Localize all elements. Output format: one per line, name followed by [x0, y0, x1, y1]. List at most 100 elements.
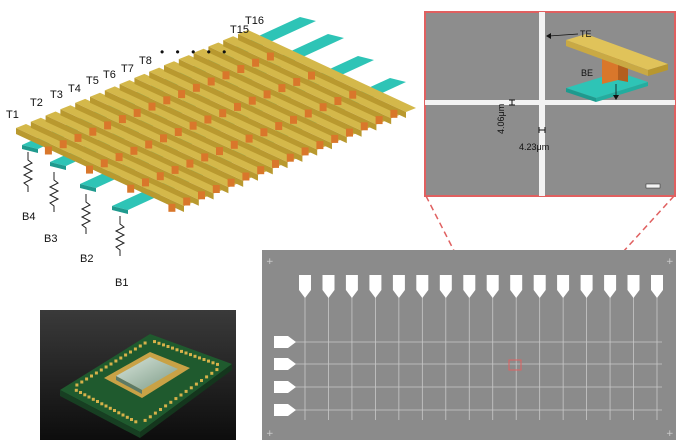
device-pillar-5-2: [145, 140, 153, 149]
device-pillar-2-3: [142, 178, 149, 187]
inset-te-top: [566, 34, 668, 70]
device-pillar-12-1: [207, 77, 215, 86]
chip-pad-edge-c-3: [205, 375, 209, 379]
chip-pad-edge-a-14: [138, 344, 142, 348]
chip-pad-edge-b-1: [153, 340, 156, 344]
chip-pad-edge-d-3: [125, 415, 129, 419]
device-pillar-12-2: [248, 96, 256, 105]
chip-photo-panel: [40, 310, 236, 440]
label-te: TE: [580, 29, 592, 39]
chip-die-edge: [116, 376, 142, 394]
top-electrode-side-8: [119, 84, 288, 169]
device-pillar-16-1: [266, 52, 274, 61]
device-pillar-14-3: [319, 103, 327, 112]
device-pillar-11-1: [192, 83, 200, 92]
chip-pad-edge-c-2: [210, 371, 214, 375]
chip-pad-edge-c-10: [169, 400, 173, 404]
device-pillar-4-3: [171, 165, 179, 174]
top-electrode-side-15: [223, 40, 392, 125]
device-pillar-8-4: [272, 159, 279, 168]
device-pillar-14-2: [278, 84, 286, 93]
device-pillar-13-1: [222, 71, 230, 80]
chip-pad-edge-c-1: [215, 368, 219, 372]
chip-pad-edge-d-15: [74, 388, 78, 392]
top-electrode-side-4: [60, 109, 229, 194]
inset-be-side: [596, 82, 648, 102]
overview-left-pad-3: [274, 381, 296, 393]
chip-pad-edge-c-13: [153, 411, 157, 415]
chip-pad-edge-d-7: [108, 406, 112, 410]
overview-top-pad-11: [533, 275, 546, 298]
chip-pad-edge-c-7: [184, 389, 188, 393]
chip-pad-edge-d-1: [134, 420, 138, 424]
chip-pad-edge-b-8: [184, 351, 188, 355]
top-electrode-side-2: [30, 121, 199, 206]
label-t15: T15: [230, 24, 249, 36]
label-t3: T3: [50, 89, 63, 101]
chip-pad-edge-d-10: [96, 400, 99, 403]
chip-pad-edge-b-3: [162, 343, 165, 347]
device-pillar-15-3: [334, 97, 342, 105]
overview-zoom-box: [508, 359, 522, 371]
chip-pad-edge-b-2: [157, 341, 161, 345]
chip-pad-edge-a-6: [99, 368, 103, 372]
label-b1: B1: [115, 277, 128, 289]
chip-pad-edge-b-15: [216, 362, 219, 366]
top-electrode-16: [238, 30, 416, 112]
chip-pad-edge-c-5: [194, 382, 198, 386]
device-pillar-9-2: [204, 115, 212, 124]
chip-board-front: [60, 390, 140, 438]
overview-top-pad-14: [604, 275, 617, 298]
device-pillar-1-3: [127, 184, 135, 193]
device-pillar-2-2: [100, 159, 108, 168]
device-pillar-8-1: [148, 102, 156, 111]
device-pillar-6-3: [201, 153, 209, 162]
overview-left-pad-1: [274, 336, 296, 348]
top-electrode-side-11: [164, 65, 332, 150]
device-pillar-5-1: [104, 121, 112, 130]
top-electrode-side-7: [104, 90, 273, 175]
label-b3: B3: [44, 233, 57, 245]
chip-pad-edge-c-11: [164, 404, 168, 408]
top-electrode-side-6: [90, 96, 258, 181]
resistor-b3: [48, 172, 60, 212]
be-arrow-head: [613, 95, 619, 100]
device-pillar-10-4: [301, 147, 309, 156]
overview-top-pad-9: [486, 275, 499, 298]
overview-top-pad-4: [369, 275, 382, 298]
device-pillar-1-4: [168, 203, 176, 212]
chip-pad-edge-a-4: [90, 374, 93, 378]
overview-pads: [274, 275, 663, 416]
bottom-electrode-end-4: [112, 206, 128, 214]
chip-pad-edge-b-9: [189, 353, 192, 357]
inset-device-cell: [566, 34, 668, 102]
overview-top-pad-15: [627, 275, 640, 298]
chip-pad-edge-a-15: [143, 341, 147, 345]
te-arrow-head: [546, 33, 551, 39]
te-arrow-line: [548, 33, 579, 37]
device-pillar-14-4: [360, 122, 368, 131]
device-pillar-6-1: [118, 115, 126, 124]
chip-pad-edge-a-7: [104, 365, 108, 369]
device-pillar-16-4: [390, 109, 398, 118]
device-pillar-11-2: [234, 102, 241, 111]
chip-pad-edge-b-10: [193, 354, 197, 358]
device-pillar-15-4: [375, 116, 383, 125]
chip-pad-edge-c-6: [189, 386, 193, 390]
device-pillar-2-4: [183, 197, 191, 206]
device-pillar-10-3: [260, 128, 268, 137]
chip-pad-edge-c-12: [159, 408, 162, 411]
device-pillar-13-2: [263, 90, 271, 99]
chip-pad-edge-b-11: [198, 356, 201, 360]
label-t8: T8: [139, 55, 152, 67]
inset-te-front: [566, 40, 648, 76]
device-pillar-13-4: [346, 128, 353, 137]
corner-mark-br: +: [666, 429, 674, 439]
chip-pad-edge-b-14: [211, 361, 215, 365]
device-pillar-5-4: [227, 178, 235, 187]
chip-pad-edge-a-2: [80, 380, 84, 384]
inset-te-end: [648, 64, 668, 76]
device-pillar-10-1: [178, 90, 186, 99]
label-t1: T1: [6, 109, 19, 121]
overview-top-pad-13: [580, 275, 593, 298]
